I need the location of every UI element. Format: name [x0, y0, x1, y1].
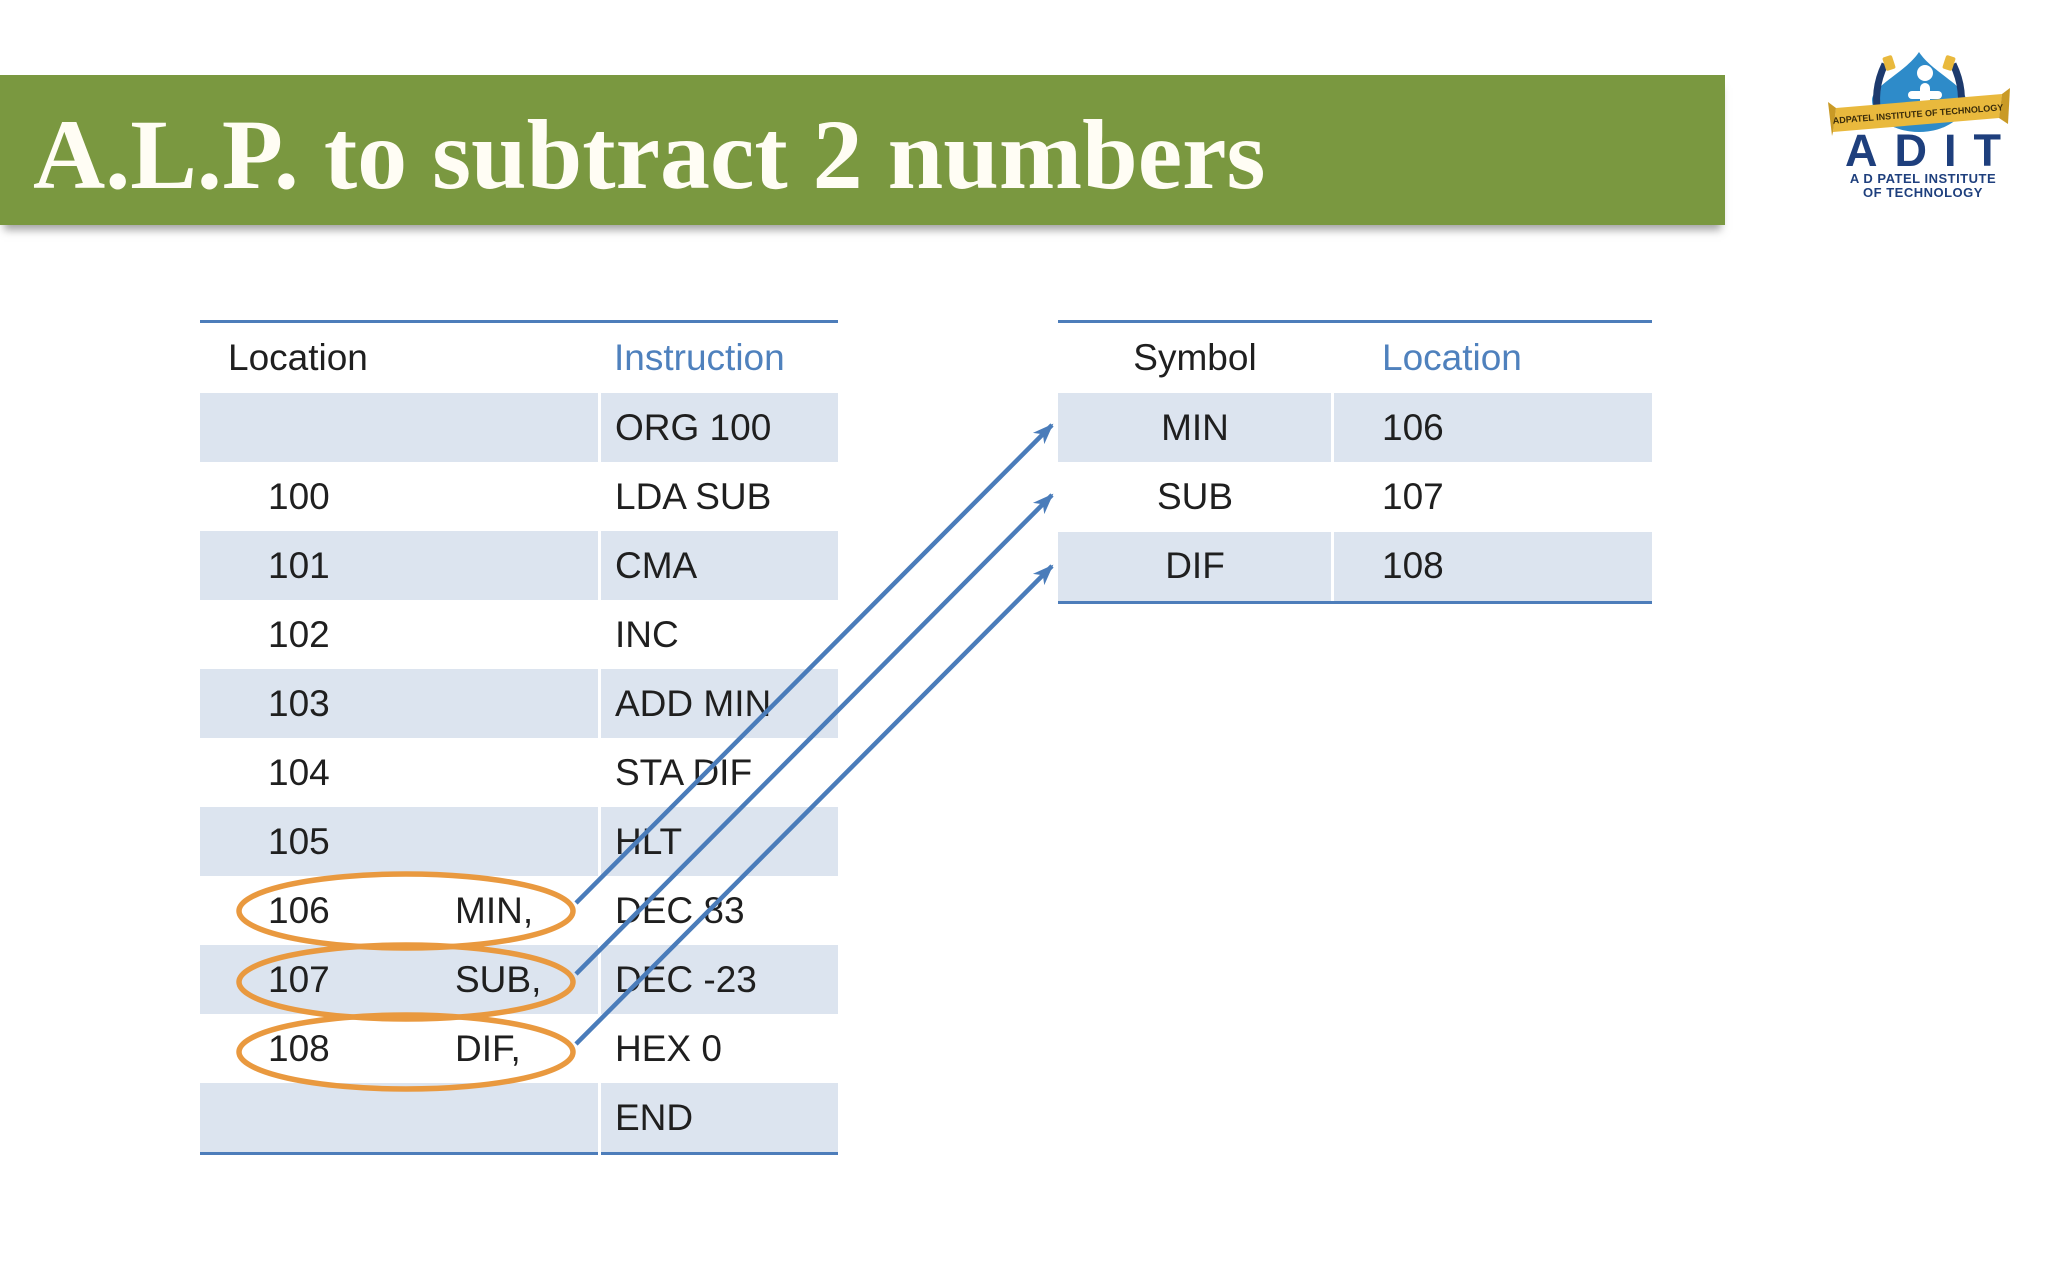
cell-instruction: STA DIF: [615, 751, 753, 793]
program-table-bottom-border: [200, 1152, 838, 1155]
adit-logo: ADPATEL INSTITUTE OF TECHNOLOGY ADIT A D…: [1828, 46, 2018, 206]
cell-instruction: END: [615, 1096, 694, 1138]
cell-location: 107: [268, 958, 330, 1000]
crest-ribbon: [1833, 94, 2002, 132]
cell-instruction: HLT: [615, 820, 683, 862]
program-table-header-row: Location Instruction: [200, 323, 838, 393]
cell-instruction: ORG 100: [615, 406, 772, 448]
program-table-column-separator: [598, 393, 601, 1155]
cell-location: 100: [268, 475, 330, 517]
logo-subtitle-line1: A D PATEL INSTITUTE: [1849, 171, 1997, 186]
cell-instruction: DEC 83: [615, 889, 745, 931]
column-header-location: Location: [1382, 337, 1522, 378]
cell-instruction: LDA SUB: [615, 475, 772, 517]
cell-location: 102: [268, 613, 330, 655]
cell-location: 106: [1382, 406, 1444, 448]
logo-subtitle-line2: OF TECHNOLOGY: [1863, 185, 1983, 200]
symbol-table-row: SUB 107: [1058, 462, 1652, 531]
cell-instruction: CMA: [615, 544, 698, 586]
cell-location: 107: [1382, 475, 1444, 517]
crest-figure-head: [1917, 65, 1933, 81]
slide-title: A.L.P. to subtract 2 numbers: [33, 99, 1266, 210]
program-table-row: 102 INC: [200, 600, 838, 669]
cell-location: 104: [268, 751, 330, 793]
crest-figure-bar: [1908, 91, 1942, 99]
column-header-instruction: Instruction: [614, 337, 785, 378]
symbol-table-bottom-border: [1058, 600, 1652, 604]
cell-symbol: MIN: [1161, 406, 1229, 448]
program-table-row: ORG 100: [200, 393, 838, 462]
program-table-row: 104 STA DIF: [200, 738, 838, 807]
cell-symbol: SUB: [1156, 475, 1234, 517]
program-table-row: 107 SUB, DEC -23: [200, 945, 838, 1014]
crest-gold-tip-left: [1882, 55, 1896, 71]
program-table-row: 105 HLT: [200, 807, 838, 876]
program-table-row: 108 DIF, HEX 0: [200, 1014, 838, 1083]
cell-instruction: INC: [615, 613, 679, 655]
program-table-row: 106 MIN, DEC 83: [200, 876, 838, 945]
crest-ribbon-tail-right: [1999, 88, 2010, 124]
crest-ribbon-tail-left: [1828, 102, 1836, 136]
adit-crest-icon: ADPATEL INSTITUTE OF TECHNOLOGY: [1828, 52, 2010, 136]
cell-location: 101: [268, 544, 330, 586]
cell-location: 105: [268, 820, 330, 862]
program-table-row: 100 LDA SUB: [200, 462, 838, 531]
cell-symbol-label: SUB,: [455, 958, 542, 1000]
symbol-table-row: DIF 108: [1058, 531, 1652, 601]
cell-symbol: DIF: [1165, 545, 1225, 587]
program-table-row: 103 ADD MIN: [200, 669, 838, 738]
logo-acronym: ADIT: [1845, 125, 2018, 176]
cell-instruction: HEX 0: [615, 1027, 722, 1069]
cell-symbol-label: MIN,: [455, 889, 534, 931]
cell-instruction: DEC -23: [615, 958, 757, 1000]
symbol-table-column-separator: [1331, 393, 1334, 601]
symbol-table-header-row: Symbol Location: [1058, 323, 1652, 393]
cell-instruction: ADD MIN: [615, 682, 772, 724]
cell-location: 106: [268, 889, 330, 931]
program-table-row: 101 CMA: [200, 531, 838, 600]
cell-location: 103: [268, 682, 330, 724]
cell-location: 108: [1382, 545, 1444, 587]
title-banner: A.L.P. to subtract 2 numbers: [0, 75, 1725, 225]
program-table-row: END: [200, 1083, 838, 1152]
symbol-table-row: MIN 106: [1058, 393, 1652, 463]
cell-symbol-label: DIF,: [455, 1027, 521, 1069]
crest-gold-tip-right: [1942, 55, 1956, 71]
cell-location: 108: [268, 1027, 330, 1069]
column-header-symbol: Symbol: [1133, 337, 1257, 378]
column-header-location: Location: [228, 337, 368, 378]
